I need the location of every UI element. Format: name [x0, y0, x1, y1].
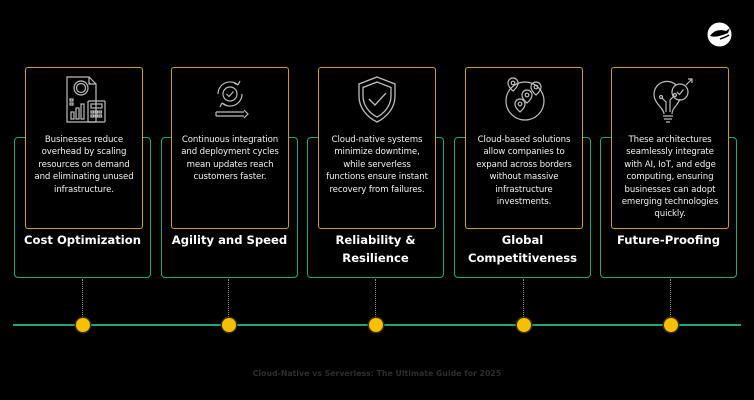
card-description: These architectures seamlessly integrate… — [621, 135, 719, 220]
timeline-connector — [523, 279, 524, 321]
timeline-dot — [664, 318, 678, 332]
timeline-connector — [375, 279, 376, 321]
timeline-connector — [82, 279, 83, 321]
finance-calculator-icon — [66, 76, 106, 123]
continuous-cycle-check-icon — [215, 80, 249, 119]
timeline-dot — [222, 318, 236, 332]
card-detail-agility-speed: Continuous integration and deployment cy… — [171, 67, 289, 229]
card-description: Continuous integration and deployment cy… — [181, 135, 279, 183]
card-detail-reliability-resilience: Cloud-native systems minimize downtime, … — [318, 67, 436, 229]
footer-caption: Cloud-Native vs Serverless: The Ultimate… — [252, 369, 502, 378]
card-title: Cost Optimization — [24, 233, 141, 247]
card-description: Cloud-based solutions allow companies to… — [476, 135, 572, 208]
card-description: Businesses reduce overhead by scaling re… — [34, 135, 134, 195]
card-title: Reliability & Resilience — [335, 233, 416, 265]
card-description: Cloud-native systems minimize downtime, … — [326, 135, 428, 195]
card-detail-global-competitiveness: Cloud-based solutions allow companies to… — [465, 67, 583, 229]
timeline-connector — [228, 279, 229, 321]
shield-check-icon — [358, 76, 396, 123]
globe-location-pins-icon — [505, 77, 545, 121]
fish-logo-icon — [707, 22, 732, 47]
card-title: Agility and Speed — [171, 233, 288, 247]
card-title: Future-Proofing — [616, 233, 721, 247]
timeline-connector — [670, 279, 671, 321]
lightbulb-circuit-clock-icon — [653, 78, 693, 123]
timeline-dot — [517, 318, 531, 332]
card-title: Global Competitiveness — [467, 233, 578, 265]
timeline-dot — [76, 318, 90, 332]
timeline-dot — [369, 318, 383, 332]
card-detail-future-proofing: These architectures seamlessly integrate… — [611, 67, 729, 229]
card-detail-cost-optimization: Businesses reduce overhead by scaling re… — [25, 67, 143, 229]
